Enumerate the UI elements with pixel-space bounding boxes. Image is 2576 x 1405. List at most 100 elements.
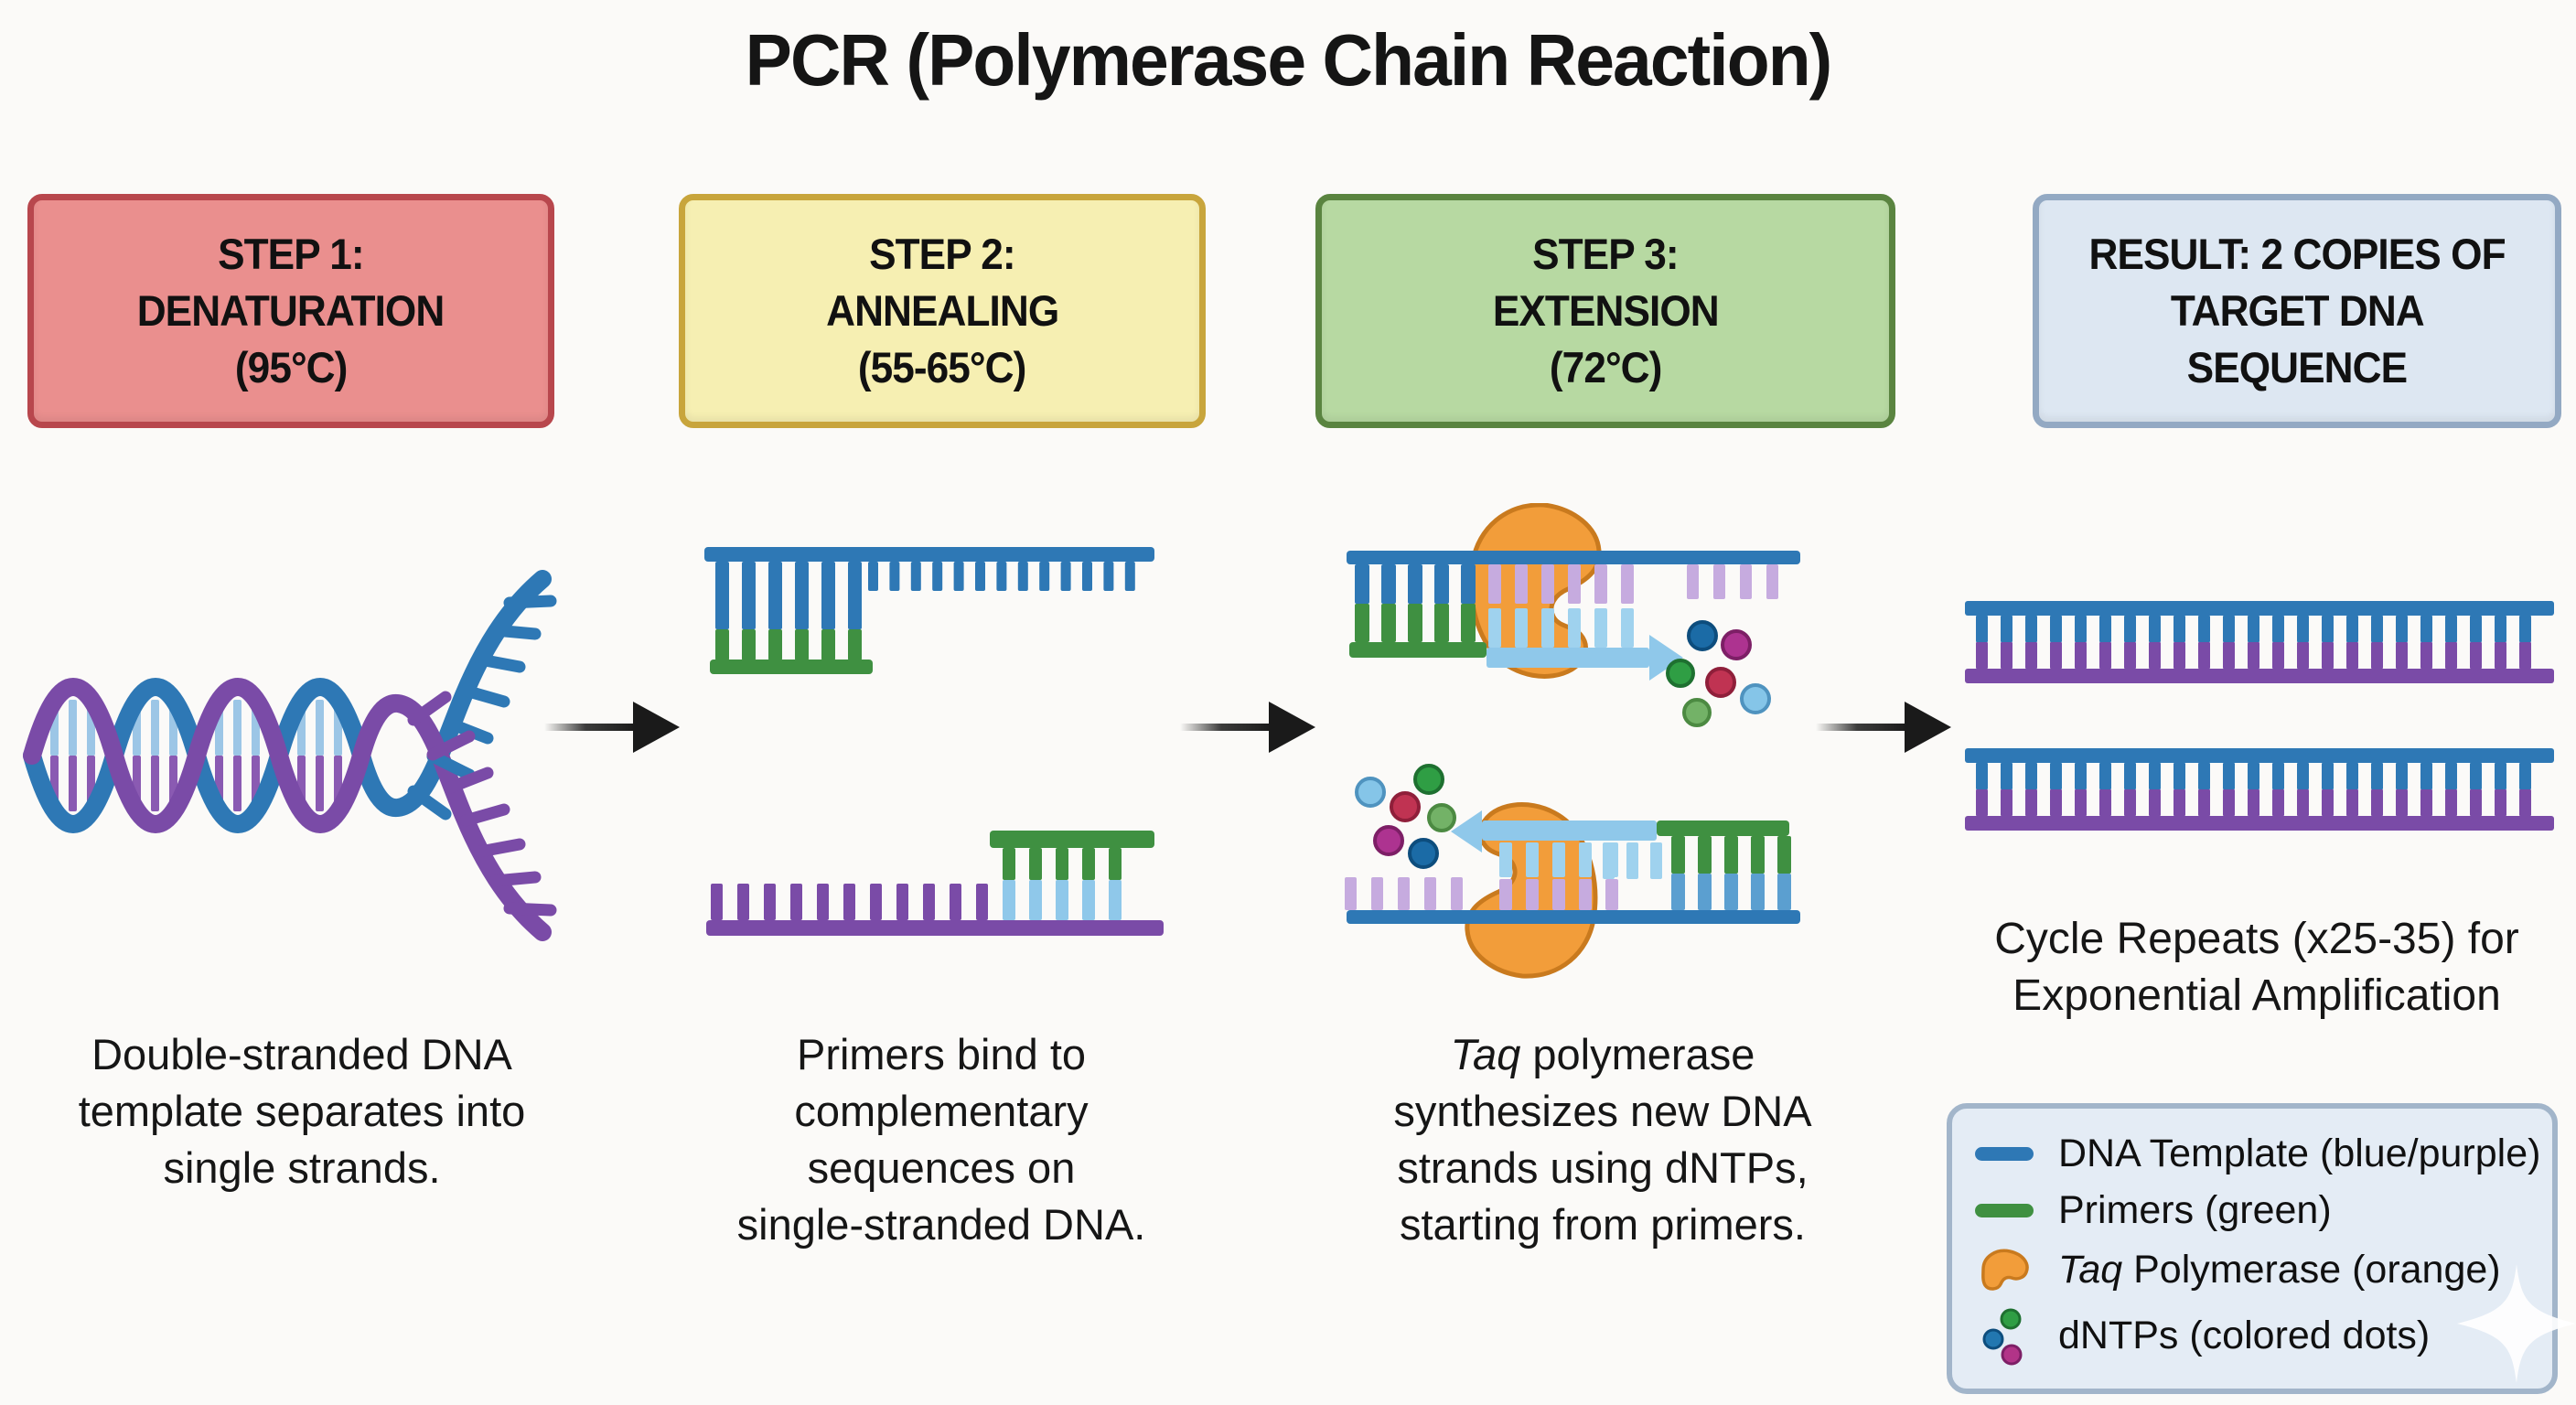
dna-tooth — [1621, 608, 1634, 648]
dna-tooth — [1381, 604, 1396, 642]
legend: DNA Template (blue/purple) Primers (gree… — [1947, 1103, 2558, 1394]
dna-tooth — [2174, 642, 2185, 669]
synth-teeth-lavender — [1488, 564, 1634, 604]
dna-tooth — [1777, 836, 1791, 874]
unpaired-teeth-purple — [711, 884, 988, 920]
result-line: TARGET DNA — [2170, 286, 2425, 335]
synth-teeth-lightblue — [1488, 608, 1634, 648]
dna-tooth — [996, 562, 1007, 591]
dna-tooth — [910, 562, 921, 591]
bound-teeth-blue — [1355, 564, 1476, 604]
dna-tooth — [2396, 763, 2408, 789]
dna-tooth — [2174, 763, 2185, 789]
dna-template-swatch — [1972, 1147, 2036, 1162]
dna-tooth — [1434, 604, 1449, 642]
dna-tooth — [1109, 848, 1122, 880]
dntp-dots-icon — [1972, 1307, 2036, 1366]
dntp-dot — [1390, 791, 1421, 822]
dna-tooth — [1488, 564, 1501, 604]
dna-tooth — [2371, 763, 2383, 789]
dna-tooth — [1056, 880, 1068, 920]
dna-tooth — [2198, 616, 2210, 642]
dna-tooth — [1124, 562, 1135, 591]
dna-tooth — [1740, 564, 1752, 599]
caption-line: starting from primers. — [1400, 1200, 1806, 1249]
dna-tooth — [848, 562, 862, 629]
dna-copy-2 — [1965, 748, 2554, 831]
rungs-blue — [1976, 763, 2531, 789]
dna-tooth — [316, 700, 324, 756]
dna-tooth — [2075, 763, 2087, 789]
dna-tooth — [896, 884, 908, 920]
template-strand-top — [704, 547, 1154, 562]
dna-tooth — [1976, 642, 1988, 669]
template-strand-bottom — [706, 920, 1164, 936]
bound-teeth-lightblue-half — [1003, 880, 1122, 920]
dna-tooth — [2223, 616, 2235, 642]
dna-tooth — [1976, 789, 1988, 816]
legend-label: Primers (green) — [2058, 1188, 2332, 1233]
synthesis-arrow-shaft-bottom — [1482, 820, 1657, 841]
dna-tooth — [2149, 763, 2161, 789]
dna-tooth — [2075, 642, 2087, 669]
dntp-dot — [1687, 620, 1718, 651]
dna-tooth — [2248, 789, 2259, 816]
dna-tooth — [1355, 604, 1369, 642]
synthesis-arrow-head-bottom — [1451, 810, 1482, 853]
dna-tooth — [1103, 562, 1114, 591]
dna-tooth — [2445, 763, 2457, 789]
dna-tooth — [975, 562, 985, 591]
dna-tooth — [2519, 763, 2531, 789]
primer-top-left — [710, 660, 873, 674]
caption-line: Exponential Amplification — [2012, 971, 2501, 1020]
caption-line: single strands. — [163, 1143, 441, 1192]
rungs-purple — [1976, 642, 2531, 669]
dna-tooth — [2470, 763, 2482, 789]
dna-tooth — [1408, 564, 1422, 604]
dna-tooth — [2198, 763, 2210, 789]
dna-tooth — [233, 756, 242, 811]
dna-tooth — [2470, 616, 2482, 642]
dna-tooth — [2174, 789, 2185, 816]
page-title: PCR (Polymerase Chain Reaction) — [745, 19, 1833, 101]
arrow-head — [1269, 702, 1315, 753]
dna-tooth — [1724, 836, 1738, 874]
dna-tooth — [795, 562, 809, 629]
caption-line: sequences on — [807, 1143, 1076, 1192]
dntp-dot — [1413, 764, 1444, 795]
legend-label: dNTPs (colored dots) — [2058, 1314, 2431, 1358]
result-box: RESULT: 2 COPIES OF TARGET DNA SEQUENCE — [2033, 194, 2561, 428]
dna-tooth — [923, 884, 935, 920]
dna-tooth — [2322, 642, 2334, 669]
dna-tooth — [1552, 879, 1565, 910]
bound-teeth-green — [1355, 604, 1476, 642]
dna-tooth — [1526, 842, 1539, 877]
dna-tooth — [316, 756, 324, 811]
dna-tooth — [1671, 836, 1685, 874]
dna-tooth — [2099, 789, 2111, 816]
dna-tooth — [764, 884, 776, 920]
dna-tooth — [233, 700, 242, 756]
dna-tooth — [2025, 616, 2037, 642]
dna-copy-1 — [1965, 601, 2554, 683]
dna-tooth — [2495, 642, 2506, 669]
dna-tooth — [69, 700, 77, 756]
dna-tooth — [2099, 642, 2111, 669]
bound-teeth-green-bottom — [1671, 836, 1791, 874]
dna-tooth — [1082, 880, 1095, 920]
dna-tooth — [715, 629, 729, 660]
dna-tooth — [2371, 616, 2383, 642]
dna-tooth — [2495, 763, 2506, 789]
caption-line: strands using dNTPs, — [1397, 1143, 1809, 1192]
step3-line: STEP 3: — [1532, 230, 1680, 278]
dna-tooth — [1650, 842, 1662, 879]
dna-tooth — [2025, 789, 2037, 816]
dna-tooth — [2001, 763, 2012, 789]
dna-tooth — [1579, 842, 1592, 877]
strand-purple — [1965, 816, 2554, 831]
template-strand-bottom — [1347, 910, 1800, 924]
dna-tooth — [2297, 789, 2309, 816]
dna-tooth — [2495, 616, 2506, 642]
arrow-shaft — [1816, 724, 1907, 731]
